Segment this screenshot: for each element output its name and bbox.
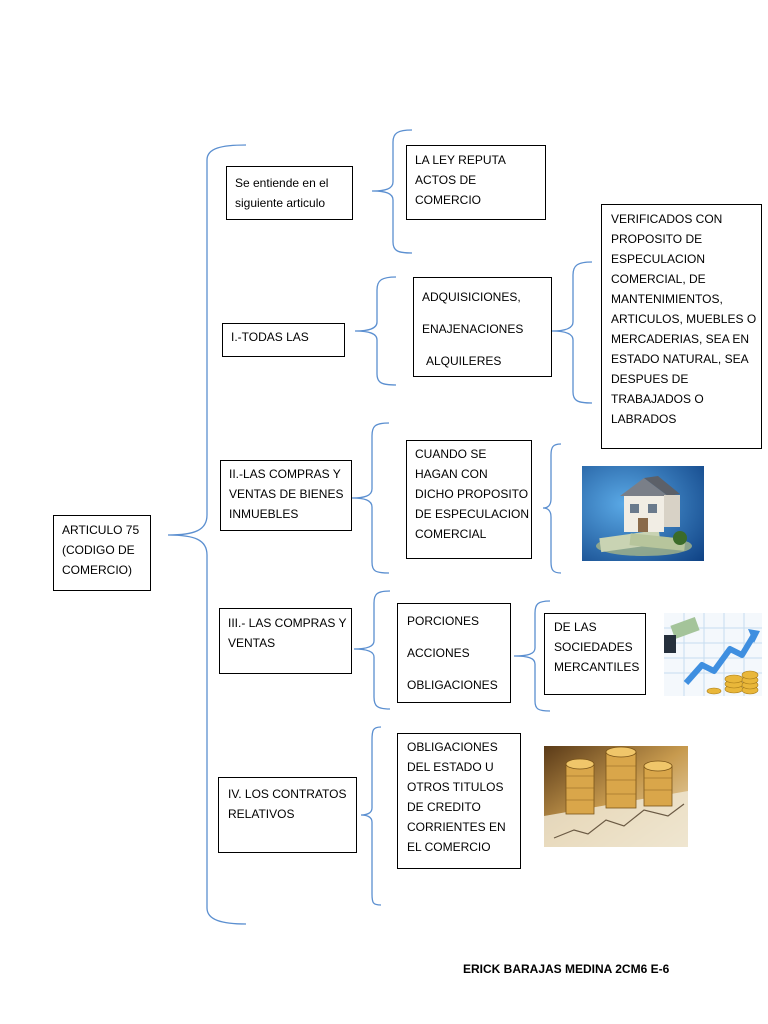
branch-2-detail-box: CUANDO SE HAGAN CON DICHO PROPOSITO DE E…	[406, 440, 532, 559]
brace-b1	[354, 276, 397, 386]
brace-b2	[351, 422, 390, 574]
brace-b2-image	[542, 443, 562, 574]
intro-box: Se entiende en el siguiente articulo	[226, 166, 353, 220]
main-brace	[167, 144, 247, 925]
brace-intro	[371, 129, 413, 254]
root-box: ARTICULO 75 (CODIGO DE COMERCIO)	[53, 515, 151, 591]
coin-stacks-image	[544, 746, 688, 847]
branch-4-detail-box: OBLIGACIONES DEL ESTADO U OTROS TITULOS …	[397, 733, 521, 869]
branch-3-detail-box: DE LAS SOCIEDADES MERCANTILES	[544, 613, 646, 695]
brace-b1-items	[551, 261, 593, 404]
branch-2-box: II.-LAS COMPRAS Y VENTAS DE BIENES INMUE…	[220, 460, 352, 531]
brace-b4	[360, 726, 382, 906]
branch-1-detail-box: VERIFICADOS CON PROPOSITO DE ESPECULACIO…	[601, 204, 762, 449]
branch-1-items-box: ADQUISICIONES, ENAJENACIONES ALQUILERES	[413, 277, 552, 377]
branch-3-box: III.- LAS COMPRAS Y VENTAS	[219, 608, 352, 674]
branch-1-box: I.-TODAS LAS	[222, 323, 345, 357]
growth-chart-coins-image	[664, 613, 762, 696]
branch-4-box: IV. LOS CONTRATOS RELATIVOS	[218, 777, 357, 853]
author-footer: ERICK BARAJAS MEDINA 2CM6 E-6	[463, 962, 670, 976]
branch-3-items-box: PORCIONES ACCIONES OBLIGACIONES	[397, 603, 511, 703]
house-money-image	[582, 466, 704, 561]
brace-b3-items	[513, 600, 551, 712]
intro-detail-box: LA LEY REPUTA ACTOS DE COMERCIO	[406, 145, 546, 220]
brace-b3	[353, 590, 391, 710]
